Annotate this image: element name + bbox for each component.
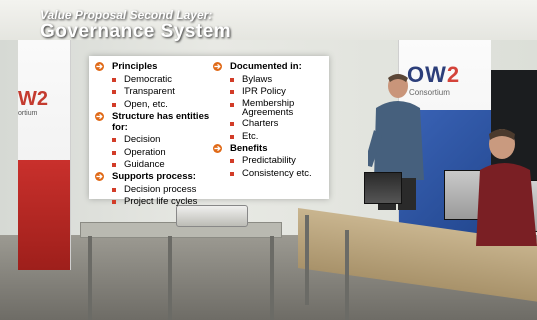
section-heading: ➔ Documented in: — [213, 61, 325, 72]
heading-text: Benefits — [230, 142, 268, 154]
square-bullet-icon — [112, 102, 116, 107]
slide-title: Value Proposal Second Layer: Governance … — [40, 8, 231, 43]
section-heading: ➔ Principles — [95, 61, 219, 72]
item-text: Membership Agreements — [242, 97, 295, 118]
item-text: Decision process — [124, 183, 197, 195]
ow2-banner-left: W2 ortium — [18, 40, 71, 270]
banner-left-red-panel — [18, 160, 70, 270]
item-text: Etc. — [242, 130, 259, 142]
table-leg — [270, 236, 274, 320]
item-text: Charters — [242, 118, 279, 129]
table-leg — [88, 236, 92, 320]
square-bullet-icon — [112, 90, 116, 94]
list-item: Decision — [112, 134, 219, 145]
governance-panel: ➔ Principles Democratic Transparent Open,… — [89, 56, 329, 207]
heading-text: Principles — [112, 61, 158, 72]
item-text: Decision — [124, 134, 161, 145]
heading-text: Supports process: — [112, 171, 196, 182]
ow2-logo: OW2 — [407, 62, 460, 88]
square-bullet-icon — [112, 150, 116, 155]
section-heading: ➔ Benefits — [213, 143, 325, 154]
square-bullet-icon — [230, 122, 234, 126]
list-item: Open, etc. — [112, 99, 219, 110]
item-text: Consistency etc. — [242, 167, 312, 179]
list-item: Decision process — [112, 184, 219, 195]
square-bullet-icon — [230, 90, 234, 94]
banner-left-logo: W2 — [18, 88, 48, 110]
section-heading: ➔ Supports process: — [95, 171, 219, 182]
table-leg — [168, 236, 172, 320]
square-bullet-icon — [230, 77, 234, 82]
square-bullet-icon — [112, 187, 116, 192]
projector — [176, 205, 248, 227]
seated-person — [476, 129, 537, 246]
list-item: Etc. — [230, 131, 325, 142]
item-text: Predictability — [242, 155, 296, 166]
item-text: Democratic — [124, 73, 173, 85]
banner-left-subtitle: ortium — [18, 110, 38, 117]
square-bullet-icon — [230, 171, 234, 176]
item-text: Operation — [124, 146, 166, 158]
list-item: Consistency etc. — [230, 168, 325, 179]
panel-left-column: ➔ Principles Democratic Transparent Open,… — [95, 60, 219, 207]
list-item: Project life cycles — [112, 196, 219, 207]
list-item: Predictability — [230, 155, 325, 166]
item-text: Project life cycles — [124, 196, 198, 207]
list-item: Democratic — [112, 74, 219, 85]
list-item: Charters — [230, 118, 325, 129]
square-bullet-icon — [112, 163, 116, 167]
item-text: Bylaws — [242, 73, 273, 85]
ow2-logo-ow: OW — [407, 62, 447, 87]
list-item: Operation — [112, 147, 219, 158]
laptop — [364, 172, 402, 204]
heading-text: Documented in: — [230, 61, 302, 72]
square-bullet-icon — [230, 134, 234, 139]
panel-right-column: ➔ Documented in: Bylaws IPR Policy Member… — [213, 60, 325, 179]
list-item: Guidance — [112, 159, 219, 170]
square-bullet-icon — [230, 102, 234, 107]
list-item: Bylaws — [230, 74, 325, 85]
arrow-bullet-icon: ➔ — [213, 62, 222, 71]
ow2-logo-2: 2 — [446, 62, 461, 87]
arrow-bullet-icon: ➔ — [213, 143, 222, 153]
item-text: Open, etc. — [124, 98, 168, 110]
square-bullet-icon — [112, 200, 116, 204]
square-bullet-icon — [230, 159, 234, 163]
list-item: Transparent — [112, 86, 219, 97]
table-leg — [345, 230, 349, 320]
arrow-bullet-icon: ➔ — [95, 62, 104, 71]
square-bullet-icon — [112, 77, 116, 82]
square-bullet-icon — [112, 138, 116, 142]
section-heading: ➔ Structure has entities for: — [95, 111, 219, 133]
ow2-logo-subtitle: Consortium — [409, 88, 450, 97]
heading-text: Structure has entities for: — [112, 110, 210, 133]
item-text: Guidance — [124, 159, 165, 170]
arrow-bullet-icon: ➔ — [95, 172, 104, 181]
item-text: Transparent — [124, 86, 175, 97]
list-item: Membership Agreements — [230, 97, 325, 118]
title-line-1: Value Proposal Second Layer: — [40, 8, 213, 22]
title-line-2: Governance System — [40, 21, 232, 42]
arrow-bullet-icon: ➔ — [95, 111, 104, 121]
table-leg — [305, 215, 309, 305]
item-text: IPR Policy — [242, 86, 286, 97]
list-item: IPR Policy — [230, 86, 325, 97]
